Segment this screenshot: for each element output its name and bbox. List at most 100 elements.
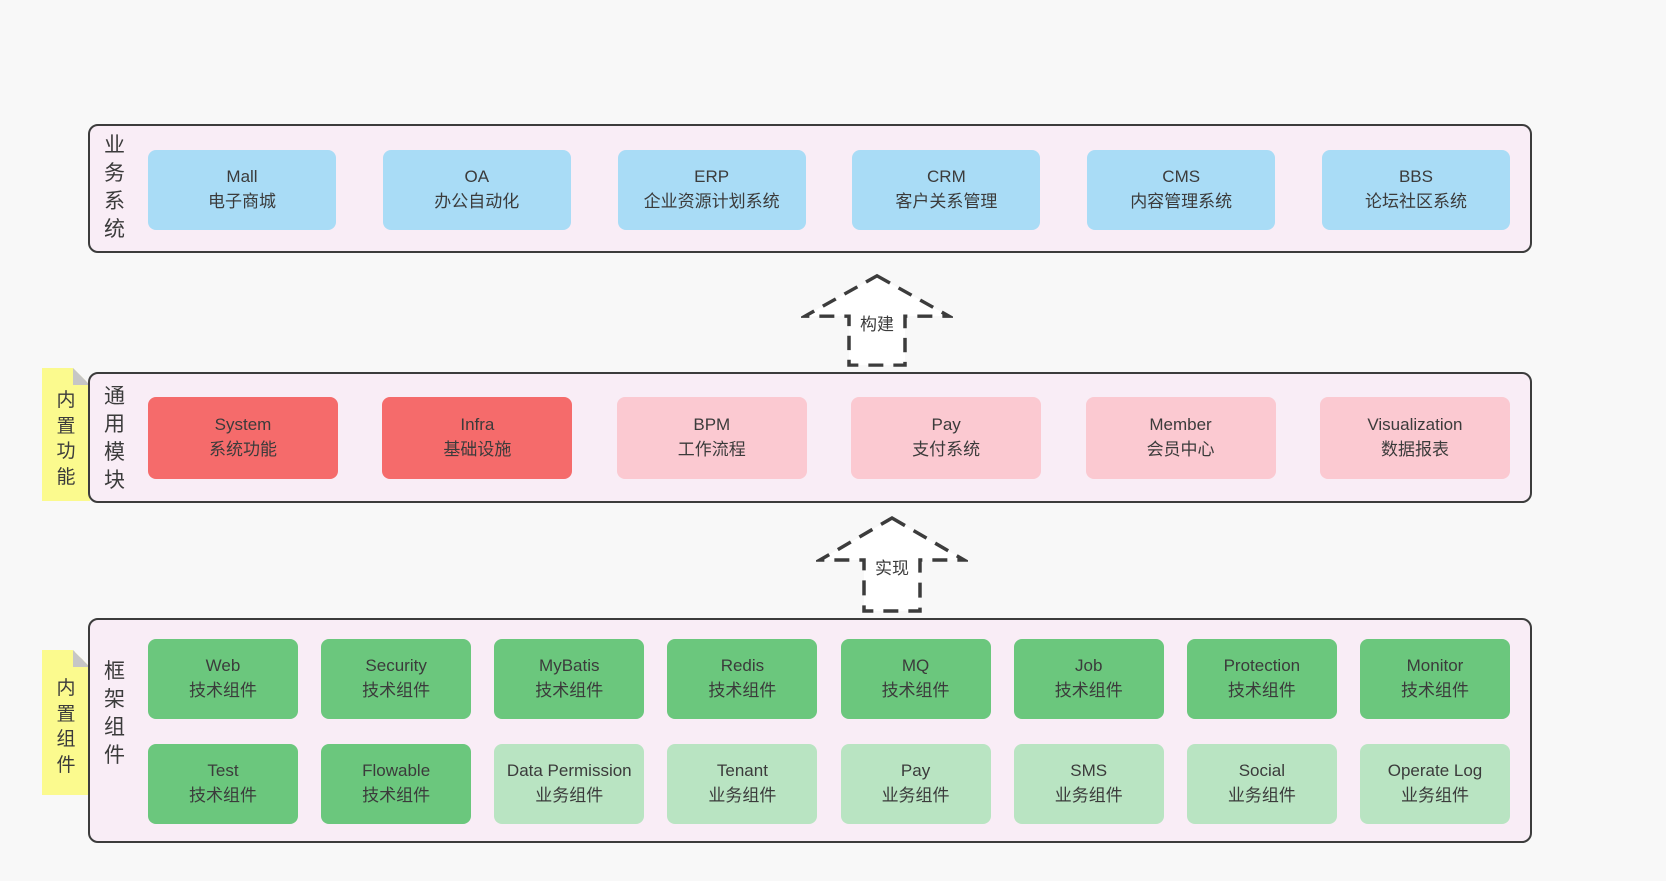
box-flowable: Flowable 技术组件 <box>321 744 472 824</box>
box-desc: 会员中心 <box>1146 440 1215 459</box>
business-systems-panel: 业务系统 Mall 电子商城 OA 办公自动化 ERP 企业资源计划系统 CRM… <box>88 124 1532 253</box>
box-bpm: BPM 工作流程 <box>616 397 807 479</box>
box-crm: CRM 客户关系管理 <box>852 150 1041 230</box>
box-desc: 业务组件 <box>1054 786 1123 805</box>
box-desc: 数据报表 <box>1380 440 1449 459</box>
framework-components-panel: 框架组件 Web 技术组件 Security 技术组件 MyBatis 技术组件… <box>88 618 1532 843</box>
business-systems-label: 业务系统 <box>104 134 125 241</box>
box-security: Security 技术组件 <box>321 639 472 719</box>
box-desc: 支付系统 <box>912 440 981 459</box>
box-name: Social <box>1238 761 1285 781</box>
box-name: Operate Log <box>1387 761 1483 781</box>
box-desc: 技术组件 <box>1400 681 1469 700</box>
box-desc: 业务组件 <box>1227 786 1296 805</box>
box-desc: 技术组件 <box>362 786 431 805</box>
box-name: MQ <box>901 656 930 676</box>
box-desc: 技术组件 <box>535 681 604 700</box>
box-name: Protection <box>1223 656 1301 676</box>
box-erp: ERP 企业资源计划系统 <box>617 150 806 230</box>
box-name: Security <box>365 656 427 676</box>
box-cms: CMS 内容管理系统 <box>1087 150 1276 230</box>
box-visualization: Visualization 数据报表 <box>1319 397 1510 479</box>
built-in-components-tab-label: 内置组件 <box>56 678 76 776</box>
built-in-components-tab: 内置组件 <box>42 650 90 795</box>
framework-components-row-1: Web 技术组件 Security 技术组件 MyBatis 技术组件 Redi… <box>148 639 1510 719</box>
box-desc: 电子商城 <box>208 192 276 211</box>
box-desc: 客户关系管理 <box>895 192 998 211</box>
common-modules-label: 通用模块 <box>104 385 125 492</box>
box-name: Web <box>205 656 241 676</box>
common-modules-row: System 系统功能 Infra 基础设施 BPM 工作流程 Pay 支付系统… <box>148 397 1510 479</box>
box-desc: 基础设施 <box>443 440 512 459</box>
built-in-functions-tab: 内置功能 <box>42 368 90 501</box>
box-oa: OA 办公自动化 <box>382 150 571 230</box>
box-name: OA <box>464 167 490 187</box>
box-redis: Redis 技术组件 <box>667 639 818 719</box>
box-desc: 系统功能 <box>209 440 277 459</box>
box-job: Job 技术组件 <box>1013 639 1164 719</box>
box-desc: 技术组件 <box>1054 681 1123 700</box>
box-monitor: Monitor 技术组件 <box>1359 639 1510 719</box>
box-name: Monitor <box>1406 656 1464 676</box>
box-test: Test 技术组件 <box>148 744 298 824</box>
box-name: Redis <box>720 656 765 676</box>
box-operate-log: Operate Log 业务组件 <box>1359 744 1510 824</box>
business-systems-row: Mall 电子商城 OA 办公自动化 ERP 企业资源计划系统 CRM 客户关系… <box>148 150 1510 230</box>
box-name: Pay <box>900 761 931 781</box>
box-name: ERP <box>694 167 730 187</box>
box-desc: 技术组件 <box>362 681 431 700</box>
box-mybatis: MyBatis 技术组件 <box>494 639 645 719</box>
box-desc: 技术组件 <box>189 786 257 805</box>
box-desc: 业务组件 <box>708 786 777 805</box>
build-arrow: 构建 <box>801 272 953 368</box>
box-name: Pay <box>931 415 961 435</box>
box-mall: Mall 电子商城 <box>148 150 336 230</box>
box-name: Job <box>1074 656 1103 676</box>
box-web: Web 技术组件 <box>148 639 298 719</box>
implement-arrow: 实现 <box>816 514 968 614</box>
box-desc: 办公自动化 <box>434 192 520 211</box>
box-name: Data Permission <box>506 761 632 781</box>
box-name: Infra <box>460 415 495 435</box>
box-name: Flowable <box>362 761 431 781</box>
build-arrow-label: 构建 <box>857 310 897 336</box>
box-name: BPM <box>693 415 731 435</box>
box-name: System <box>214 415 272 435</box>
box-name: CRM <box>927 167 966 187</box>
box-desc: 技术组件 <box>708 681 777 700</box>
box-pay-biz: Pay 业务组件 <box>840 744 991 824</box>
framework-components-row-2: Test 技术组件 Flowable 技术组件 Data Permission … <box>148 744 1510 824</box>
box-desc: 业务组件 <box>1400 786 1469 805</box>
box-name: Test <box>207 761 239 781</box>
box-desc: 业务组件 <box>881 786 950 805</box>
box-desc: 业务组件 <box>535 786 604 805</box>
box-tenant: Tenant 业务组件 <box>667 744 818 824</box>
framework-components-label: 框架组件 <box>104 660 125 767</box>
box-desc: 内容管理系统 <box>1130 192 1233 211</box>
box-desc: 技术组件 <box>881 681 950 700</box>
box-desc: 工作流程 <box>677 440 746 459</box>
implement-arrow-label: 实现 <box>872 554 912 579</box>
box-system: System 系统功能 <box>148 397 338 479</box>
box-name: SMS <box>1070 761 1108 781</box>
box-bbs: BBS 论坛社区系统 <box>1321 150 1510 230</box>
box-name: MyBatis <box>539 656 600 676</box>
built-in-functions-tab-label: 内置功能 <box>56 390 76 488</box>
box-desc: 技术组件 <box>1227 681 1296 700</box>
box-pay: Pay 支付系统 <box>851 397 1042 479</box>
box-member: Member 会员中心 <box>1085 397 1276 479</box>
box-name: Tenant <box>716 761 768 781</box>
box-sms: SMS 业务组件 <box>1013 744 1164 824</box>
box-desc: 论坛社区系统 <box>1364 192 1467 211</box>
box-name: BBS <box>1398 167 1433 187</box>
box-protection: Protection 技术组件 <box>1186 639 1337 719</box>
box-name: Member <box>1149 415 1212 435</box>
box-mq: MQ 技术组件 <box>840 639 991 719</box>
box-desc: 企业资源计划系统 <box>643 192 780 211</box>
box-name: Mall <box>226 167 258 187</box>
box-social: Social 业务组件 <box>1186 744 1337 824</box>
box-name: CMS <box>1162 167 1201 187</box>
common-modules-panel: 通用模块 System 系统功能 Infra 基础设施 BPM 工作流程 Pay… <box>88 372 1532 503</box>
box-data-permission: Data Permission 业务组件 <box>494 744 645 824</box>
box-name: Visualization <box>1367 415 1463 435</box>
